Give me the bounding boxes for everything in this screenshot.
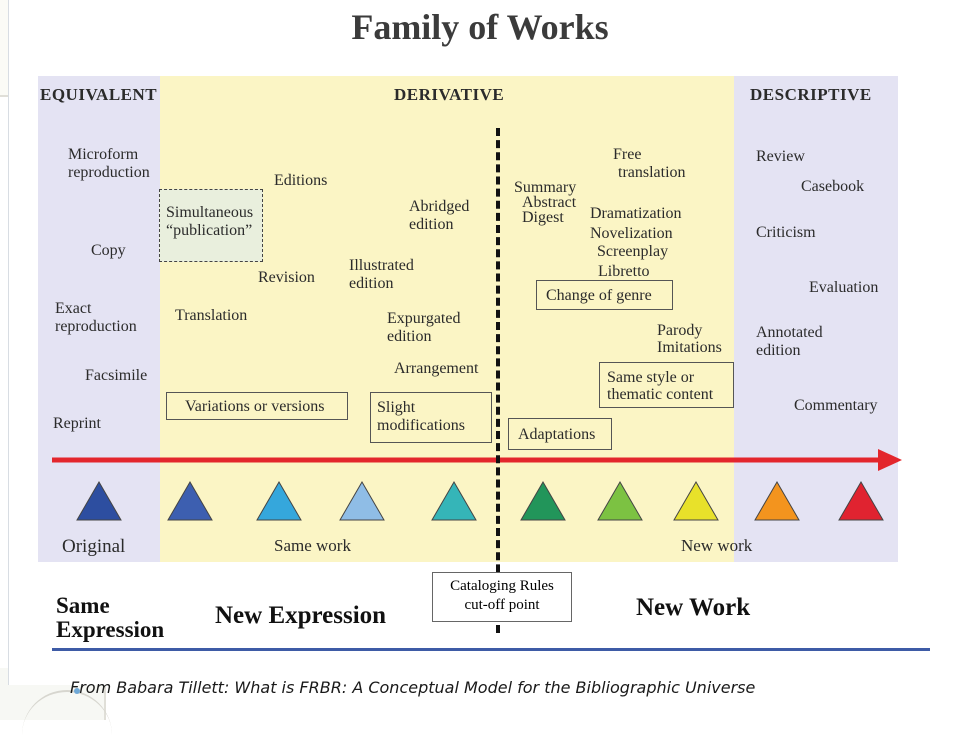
item-novelization: Novelization <box>590 225 673 242</box>
item-annotated-edition: Annotated edition <box>756 324 823 360</box>
bullet-icon <box>74 688 80 694</box>
box-slight-modifications: Slight modifications <box>370 392 492 443</box>
timeline-arrow <box>52 449 902 471</box>
triangle-icon <box>256 481 302 521</box>
item-libretto: Libretto <box>598 263 650 280</box>
item-line: Microform <box>68 146 139 163</box>
item-line: Abstract <box>522 194 577 211</box>
cutoff-line-1: Cataloging Rules <box>450 578 554 594</box>
item-microform-reproduction: Microform reproduction <box>68 146 150 182</box>
item-review: Review <box>756 148 805 165</box>
triangle-icon <box>520 481 566 521</box>
header-descriptive: DESCRIPTIVE <box>750 85 872 104</box>
item-line: Expurgated <box>387 310 461 327</box>
item-reprint: Reprint <box>53 415 101 432</box>
label-same-expression: Same Expression <box>56 594 164 642</box>
item-translation: Translation <box>175 307 248 324</box>
triangle-icon <box>76 481 122 521</box>
label-new-work: New work <box>681 536 753 555</box>
item-summary-abstract-digest: Summary Abstract Digest <box>514 179 577 226</box>
header-derivative: DERIVATIVE <box>394 85 505 104</box>
box-change-of-genre: Change of genre <box>536 280 673 310</box>
cutoff-line-2: cut-off point <box>464 597 540 613</box>
item-line: reproduction <box>55 318 137 335</box>
box-variations-or-versions: Variations or versions <box>166 392 348 420</box>
derivative-region <box>160 76 734 562</box>
item-line: modifications <box>377 417 465 434</box>
item-line: Illustrated <box>349 257 414 274</box>
timeline-arrowhead <box>878 449 902 471</box>
item-line: thematic content <box>607 386 714 403</box>
item-line: translation <box>618 164 686 181</box>
source-caption: From Babara Tillett: What is FRBR: A Con… <box>70 678 756 697</box>
box-same-style-or-thematic-content: Same style or thematic content <box>599 362 734 408</box>
triangle-icon <box>673 481 719 521</box>
item-line: Annotated <box>756 324 823 341</box>
label-line: Expression <box>56 617 165 642</box>
label-line: Same <box>56 593 110 618</box>
triangle-icon <box>597 481 643 521</box>
bottom-rule <box>52 648 930 651</box>
item-free-translation: Free translation <box>613 146 686 182</box>
item-expurgated-edition: Expurgated edition <box>387 310 460 346</box>
equivalent-region <box>38 76 160 562</box>
item-parody-imitations: Parody Imitations <box>657 322 722 356</box>
descriptive-region <box>734 76 898 562</box>
item-simultaneous-publication: Simultaneous “publication” <box>159 189 263 262</box>
item-line: Exact <box>55 300 92 317</box>
item-exact-reproduction: Exact reproduction <box>55 300 137 336</box>
triangle-icon <box>431 481 477 521</box>
cutoff-dashed-line <box>496 128 500 633</box>
item-editions: Editions <box>274 172 328 189</box>
item-illustrated-edition: Illustrated edition <box>349 257 414 293</box>
item-copy: Copy <box>91 242 126 259</box>
label-original: Original <box>62 536 126 557</box>
label-new-expression: New Expression <box>215 602 387 629</box>
item-line: edition <box>409 216 454 233</box>
triangle-icon <box>754 481 800 521</box>
item-line: Imitations <box>657 339 722 356</box>
item-criticism: Criticism <box>756 224 816 241</box>
triangle-icon <box>838 481 884 521</box>
item-line: Simultaneous <box>166 204 254 221</box>
item-line: “publication” <box>166 222 253 239</box>
item-line: Digest <box>522 209 564 226</box>
cataloging-rules-cutoff-box: Cataloging Rules cut-off point <box>432 572 572 622</box>
triangle-icon <box>339 481 385 521</box>
slide-arc-decoration <box>22 690 112 752</box>
item-line: edition <box>387 328 432 345</box>
label-new-work-big: New Work <box>636 594 751 621</box>
item-line: Parody <box>657 322 703 339</box>
header-equivalent: EQUIVALENT <box>40 85 158 104</box>
item-evaluation: Evaluation <box>809 279 879 296</box>
item-casebook: Casebook <box>801 178 865 195</box>
item-line: Free <box>613 146 642 163</box>
item-revision: Revision <box>258 269 315 286</box>
item-screenplay: Screenplay <box>597 243 669 260</box>
item-abridged-edition: Abridged edition <box>409 198 469 234</box>
item-arrangement: Arrangement <box>394 360 479 377</box>
item-commentary: Commentary <box>794 397 878 414</box>
diagram-title: Family of Works <box>351 7 609 47</box>
item-line: edition <box>756 342 801 359</box>
item-facsimile: Facsimile <box>85 367 148 384</box>
item-line: Summary <box>514 179 577 196</box>
item-line: Abridged <box>409 198 470 215</box>
item-line: Same style or <box>607 369 695 386</box>
box-adaptations: Adaptations <box>508 418 612 450</box>
item-line: Slight <box>377 399 416 416</box>
triangle-icon <box>167 481 213 521</box>
item-dramatization: Dramatization <box>590 205 682 222</box>
label-same-work: Same work <box>274 536 351 555</box>
item-line: edition <box>349 275 394 292</box>
item-line: reproduction <box>68 164 150 181</box>
